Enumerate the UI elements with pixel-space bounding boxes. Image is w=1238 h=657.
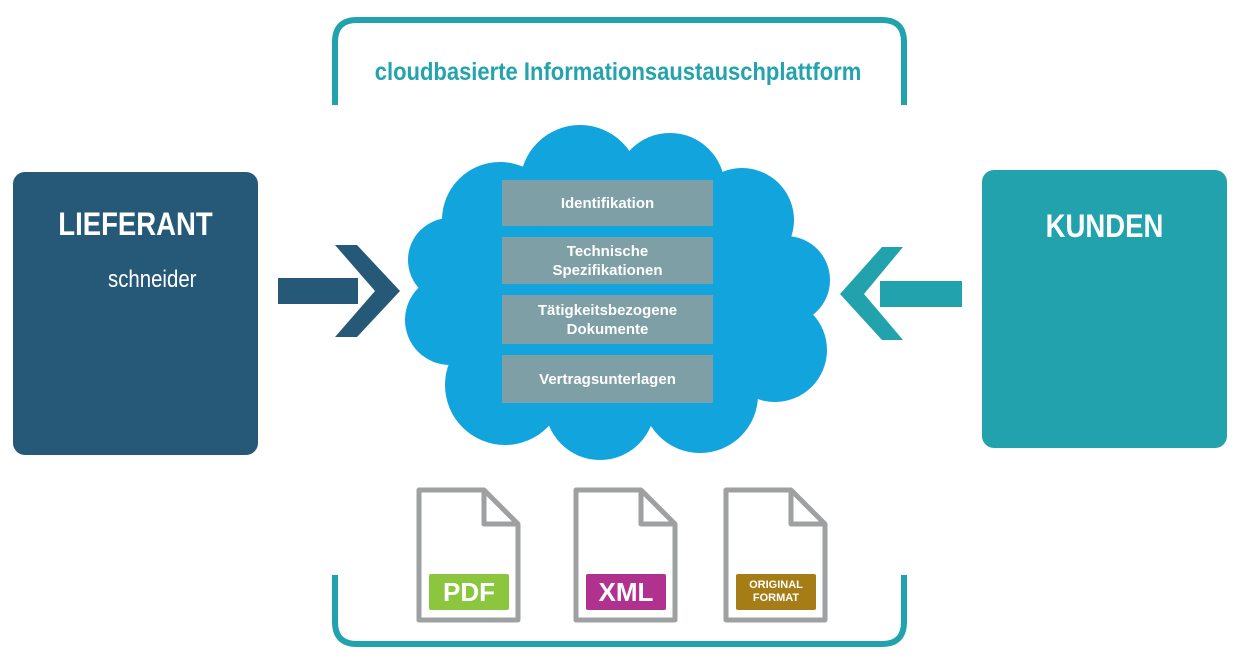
cloud-item-vertragsunterlagen: Vertragsunterlagen: [502, 355, 713, 403]
format-xml-label: XML: [586, 574, 666, 610]
cloud-shape: [405, 125, 830, 460]
platform-bottom-bracket: [332, 575, 907, 647]
cloud-item-label-line1: Tätigkeitsbezogene: [537, 301, 678, 319]
format-original-line1: ORIGINAL: [749, 579, 803, 591]
cloud-item-technische-spezifikationen: Technische Spezifikationen: [502, 237, 713, 284]
customer-box: KUNDEN: [982, 170, 1227, 448]
cloud-item-label-line2: Spezifikationen: [552, 261, 663, 279]
supplier-title: LIEFERANT: [58, 206, 213, 242]
supplier-box: LIEFERANT: [13, 172, 258, 455]
cloud-item-label-line1: Technische: [566, 242, 649, 260]
platform-title: cloudbasierte Informationsaustauschplatt…: [374, 58, 862, 86]
platform-top-bracket: [332, 17, 907, 105]
cloud-item-identifikation: Identifikation: [502, 180, 713, 226]
format-original-label: ORIGINAL FORMAT: [736, 574, 816, 610]
cloud-item-label: Identifikation: [560, 194, 655, 212]
brand-name: schneider: [108, 266, 197, 293]
format-original-line2: FORMAT: [752, 592, 800, 604]
cloud-item-label: Vertragsunterlagen: [539, 370, 676, 388]
customer-title: KUNDEN: [1045, 208, 1164, 244]
left-arrow-icon: [840, 247, 962, 340]
cloud-item-taetigkeitsbezogene-dokumente: Tätigkeitsbezogene Dokumente: [502, 295, 713, 344]
cloud-item-label-line2: Dokumente: [566, 320, 649, 338]
right-arrow-icon: [278, 245, 400, 337]
supplier-brand: schneider: [72, 262, 212, 298]
format-pdf-label: PDF: [429, 574, 509, 610]
